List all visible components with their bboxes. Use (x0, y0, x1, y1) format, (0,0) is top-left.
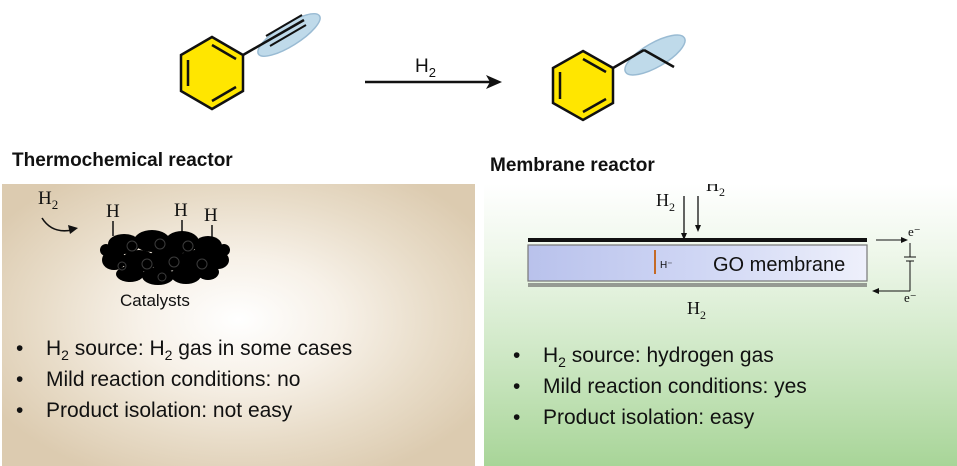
benzene-ring-right (551, 49, 615, 122)
styrene-molecule (551, 34, 686, 122)
bullet-item: •Product isolation: not easy (16, 399, 293, 422)
h2-label-bottom: H2 (687, 298, 706, 322)
h2-gas-label: H2 (38, 188, 58, 212)
thermochemical-title: Thermochemical reactor (12, 150, 233, 171)
go-membrane (527, 244, 868, 282)
adsorption-arrow (41, 217, 73, 232)
h2-label-top-left: H2 (656, 190, 675, 214)
membrane-panel: H2 H2 H⁻ GO membrane e⁻ e⁻ H2 (484, 184, 957, 466)
catalyst-illustration: H2 H H H (38, 188, 230, 310)
membrane-top-electrode (528, 238, 867, 242)
catalyst-label: Catalysts (120, 291, 190, 310)
bullet-item: •H2 source: hydrogen gas (513, 344, 774, 371)
h2-label-top-right: H2 (706, 184, 725, 199)
reaction-reagent: H2 (415, 56, 436, 80)
h-atoms: H H H (106, 200, 218, 226)
reaction-arrowhead (486, 75, 502, 89)
bullet-item: •Mild reaction conditions: yes (513, 375, 807, 398)
hydride-bar (654, 250, 656, 274)
bullet-item: •Product isolation: easy (513, 406, 755, 429)
catalyst-particles (100, 230, 230, 285)
thermochemical-bullets: •H2 source: H2 gas in some cases •Mild r… (16, 333, 352, 426)
membrane-illustration: H2 H2 H⁻ GO membrane e⁻ e⁻ H2 (527, 184, 921, 322)
electron-label-bottom: e⁻ (904, 290, 917, 305)
membrane-label: GO membrane (713, 254, 845, 276)
h-atom: H (174, 200, 188, 221)
hydride-label: H⁻ (660, 260, 673, 271)
h-atom: H (204, 205, 218, 226)
membrane-title: Membrane reactor (490, 155, 655, 176)
bullet-item: •H2 source: H2 gas in some cases (16, 337, 353, 364)
benzene-ring-left (179, 35, 245, 111)
reaction-scheme: H2 (179, 13, 686, 122)
thermochemical-panel: H2 H H H (2, 184, 475, 466)
membrane-bullets: •H2 source: hydrogen gas •Mild reaction … (513, 340, 807, 433)
phenylacetylene-molecule (179, 13, 321, 111)
bullet-item: •Mild reaction conditions: no (16, 368, 301, 391)
electron-label-top: e⁻ (908, 224, 921, 239)
h-atom: H (106, 201, 120, 222)
